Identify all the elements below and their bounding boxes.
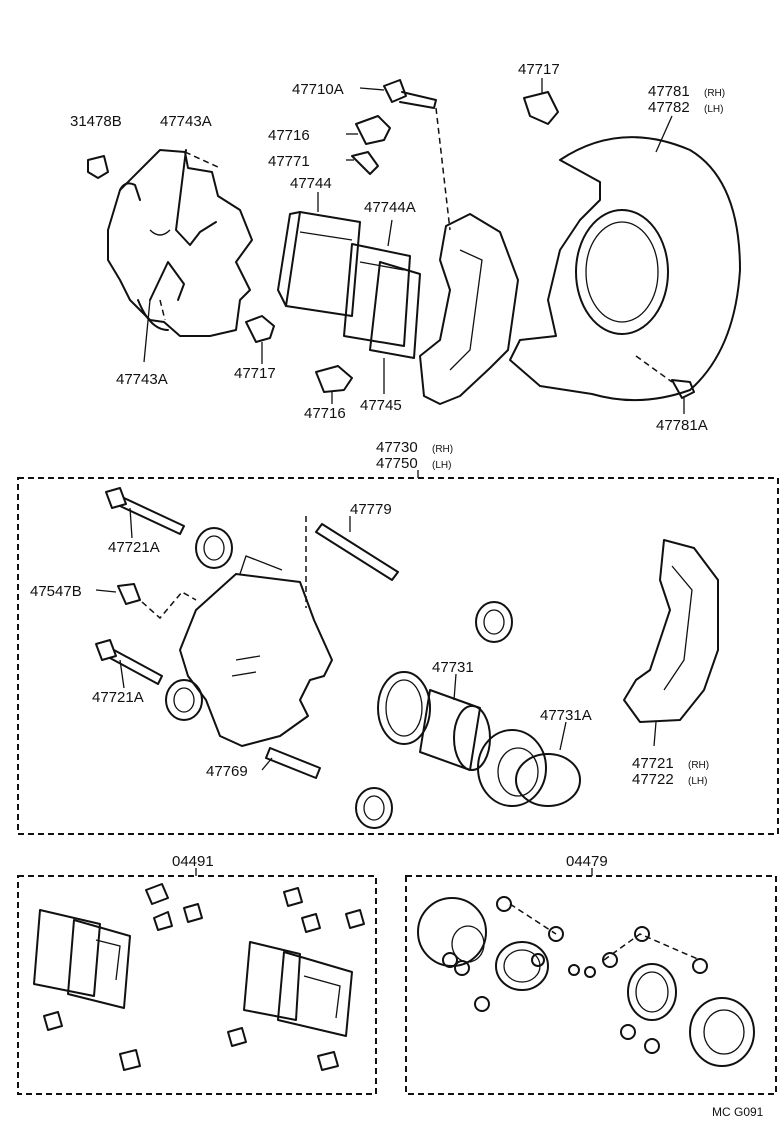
bolt-47781A (635, 355, 695, 414)
label-04491: 04491 (172, 853, 214, 870)
caliper-cylinder (179, 555, 333, 747)
label-47781A: 47781A (656, 417, 708, 434)
label-47731A: 47731A (540, 707, 592, 724)
seal-kit-bushings (442, 896, 708, 1054)
clip-47716-bottom (315, 365, 353, 404)
spring-47743A-top (175, 149, 217, 246)
piston-seal-47731 (377, 671, 431, 745)
mounting-bracket-47721 (623, 539, 719, 747)
caliper-assembly-top (107, 149, 253, 337)
boot-right (475, 601, 513, 643)
label-47722-lh: (LH) (688, 776, 707, 787)
pin-47769 (261, 747, 321, 779)
label-47781: 47781 (648, 83, 690, 100)
label-47769: 47769 (206, 763, 248, 780)
label-47730-rh: (RH) (432, 444, 453, 455)
pad-kit-box (17, 875, 377, 1095)
label-47750: 47750 (376, 455, 418, 472)
pad-47745 (369, 261, 421, 394)
footer-code: MC G091 (712, 1105, 764, 1119)
seal-kit-box (405, 875, 777, 1095)
label-47710A: 47710A (292, 81, 344, 98)
label-47744: 47744 (290, 175, 332, 192)
pad-kit-clips (43, 883, 365, 1071)
label-47743A-top: 47743A (160, 113, 212, 130)
label-47731: 47731 (432, 659, 474, 676)
bolt-47721A-top (105, 487, 185, 539)
seal-kit-rings (568, 964, 596, 978)
pad-kit-pad-left (33, 909, 131, 1009)
label-47730: 47730 (376, 439, 418, 456)
pad-47744 (277, 192, 361, 317)
label-47781-rh: (RH) (704, 88, 725, 99)
seal-kit-boot-left (417, 897, 487, 967)
seal-kit-dashes (509, 903, 701, 961)
label-47743A-bottom: 47743A (116, 371, 168, 388)
boot-lower (355, 787, 393, 829)
boot-mid (165, 679, 203, 721)
label-47717-mid: 47717 (234, 365, 276, 382)
clip-47717-top (523, 78, 559, 125)
spring-47743A-bottom (143, 261, 185, 363)
label-47721-rh: (RH) (688, 760, 709, 771)
pin-47779 (305, 516, 399, 608)
label-47722: 47722 (632, 771, 674, 788)
clip-47717-mid (245, 315, 275, 364)
label-47717-top: 47717 (518, 61, 560, 78)
label-47750-lh: (LH) (432, 460, 451, 471)
caliper-assembly-box (17, 477, 779, 835)
label-47779: 47779 (350, 501, 392, 518)
label-31478B: 31478B (70, 113, 122, 130)
boot-top (195, 527, 233, 569)
seal-kit-boot-right (689, 997, 755, 1067)
clip-47716-top (346, 115, 391, 145)
label-47744A: 47744A (364, 199, 416, 216)
label-47721: 47721 (632, 755, 674, 772)
label-47716-top: 47716 (268, 127, 310, 144)
label-47771: 47771 (268, 153, 310, 170)
bleeder-47547B (95, 583, 197, 620)
bolt-47710A (359, 79, 451, 231)
mounting-bracket-top (419, 213, 519, 405)
seal-kit-seal-right (627, 963, 677, 1021)
label-47745: 47745 (360, 397, 402, 414)
bolt-47721A-bottom (95, 639, 163, 689)
dust-shield-47781 (509, 115, 741, 402)
label-47782: 47782 (648, 99, 690, 116)
pad-47744A (343, 219, 411, 347)
label-47721A-bottom: 47721A (92, 689, 144, 706)
pad-kit-pad-right (243, 941, 353, 1037)
label-47721A-top: 47721A (108, 539, 160, 556)
label-47547B: 47547B (30, 583, 82, 600)
clip-47771 (346, 151, 379, 175)
label-47782-lh: (LH) (704, 104, 723, 115)
cap-31478B (87, 155, 109, 179)
label-47716-bottom: 47716 (304, 405, 346, 422)
dust-boot-47731A (477, 721, 581, 807)
label-04479: 04479 (566, 853, 608, 870)
